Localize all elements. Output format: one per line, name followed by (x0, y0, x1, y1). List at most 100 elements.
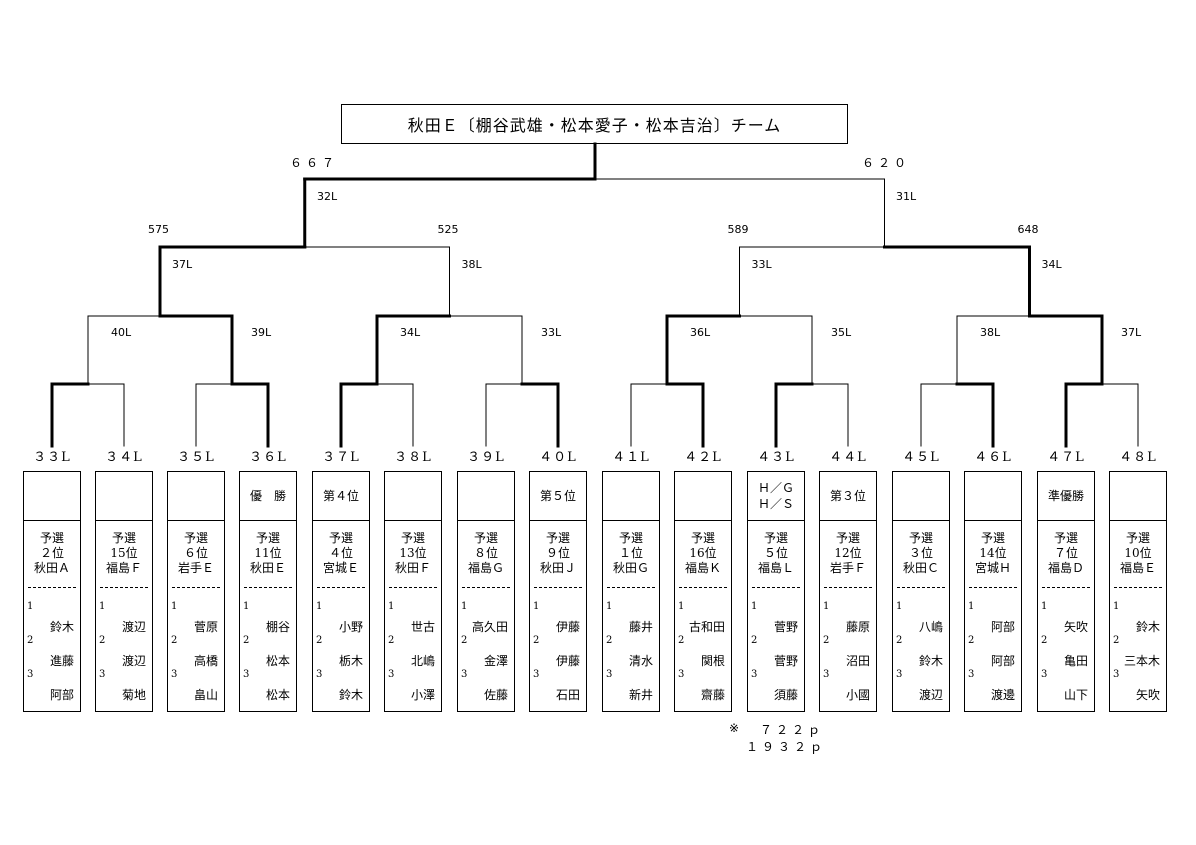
member-name: 渡邊 (990, 688, 1015, 702)
member-number: 2 (823, 635, 830, 646)
member-number: 1 (1041, 601, 1048, 612)
member-name: 藤井 (628, 620, 653, 634)
member-number: 3 (99, 669, 106, 680)
member-name: 清水 (628, 654, 653, 668)
member-name: 菅野 (773, 620, 798, 634)
member-name: 菅原 (193, 620, 218, 634)
lane-label: ４０L (539, 450, 577, 465)
qualifying-qual-a: 予選 (255, 531, 280, 545)
qualifying-qual-c: 福島Ｇ (467, 561, 504, 575)
result-cell: 第５位 (530, 472, 586, 521)
qualifying-qual-a: 予選 (835, 531, 860, 545)
lane-label: ３９L (467, 450, 505, 465)
member-name: 藤原 (845, 620, 870, 634)
member-number: 3 (533, 669, 540, 680)
qualifying-qual-c: 秋田Ｅ (249, 561, 286, 575)
member-name: 伊藤 (555, 620, 580, 634)
member-name: 石田 (555, 688, 580, 702)
lane-label: ４４L (829, 450, 867, 465)
qualifying-qual-b: 16位 (689, 546, 717, 560)
round16-lane-label: 34L (400, 326, 421, 339)
result-cell (1110, 472, 1166, 521)
qualifying-qual-a: 予選 (39, 531, 64, 545)
champion-title: 秋田Ｅ〔棚谷武雄・松本愛子・松本吉治〕チーム (407, 116, 782, 135)
member-name: 畠山 (193, 688, 218, 702)
qualifying-qual-a: 予選 (473, 531, 498, 545)
champion-title-box: 秋田Ｅ〔棚谷武雄・松本愛子・松本吉治〕チーム (341, 104, 848, 144)
qualifying-qual-b: 15位 (110, 546, 138, 560)
member-name: 三本木 (1123, 654, 1160, 668)
member-name: 小澤 (410, 688, 435, 702)
qualifying-qual-b: 10位 (1124, 546, 1152, 560)
lane-label: ３７L (322, 450, 360, 465)
member-number: 3 (243, 669, 250, 680)
member-name: 齋藤 (700, 688, 725, 702)
semi-left-lane: 32L (317, 190, 338, 203)
member-number: 2 (243, 635, 250, 646)
lane-label: ４８L (1119, 450, 1157, 465)
member-number: 2 (533, 635, 540, 646)
member-number: 3 (316, 669, 323, 680)
lane-label: ４５L (902, 450, 940, 465)
quarter-lane-label: 37L (172, 258, 193, 271)
member-number: 3 (606, 669, 613, 680)
round16-lane-label: 40L (111, 326, 132, 339)
member-number: 2 (99, 635, 106, 646)
member-number: 1 (678, 601, 685, 612)
member-name: 沼田 (845, 654, 870, 668)
member-number: 2 (678, 635, 685, 646)
result-cell (675, 472, 731, 521)
qualifying-qual-c: 秋田Ｊ (539, 561, 576, 575)
note-line1: ７２２ｐ (760, 723, 825, 737)
member-number: 1 (461, 601, 468, 612)
member-name: 佐藤 (483, 688, 508, 702)
qualifying-qual-b: ７位 (1053, 546, 1078, 560)
qualifying-qual-b: ６位 (183, 546, 208, 560)
member-number: 1 (968, 601, 975, 612)
member-name: 矢吹 (1135, 688, 1160, 702)
round16-lane-label: 38L (980, 326, 1001, 339)
member-name: 進藤 (49, 654, 74, 668)
qualifying-qual-c: 福島Ｋ (684, 561, 721, 575)
member-number: 3 (896, 669, 903, 680)
round16-lane-label: 35L (831, 326, 852, 339)
qualifying-qual-b: ８位 (473, 546, 498, 560)
qualifying-qual-b: 11位 (254, 546, 282, 560)
qualifying-qual-c: 福島Ｄ (1047, 561, 1084, 575)
round16-lane-label: 36L (690, 326, 711, 339)
member-number: 2 (1113, 635, 1120, 646)
member-number: 2 (171, 635, 178, 646)
member-name: 新井 (628, 688, 653, 702)
result-cell (893, 472, 949, 521)
member-number: 1 (896, 601, 903, 612)
member-name: 鈴木 (49, 620, 74, 634)
member-name: 阿部 (990, 620, 1015, 634)
lane-label: ３４L (105, 450, 143, 465)
member-number: 3 (1041, 669, 1048, 680)
qualifying-qual-b: 12位 (834, 546, 862, 560)
member-name: 棚谷 (265, 620, 290, 634)
qualifying-qual-a: 予選 (1125, 531, 1150, 545)
member-number: 1 (27, 601, 34, 612)
member-name: 阿部 (990, 654, 1015, 668)
qualifying-qual-b: １位 (618, 546, 643, 560)
